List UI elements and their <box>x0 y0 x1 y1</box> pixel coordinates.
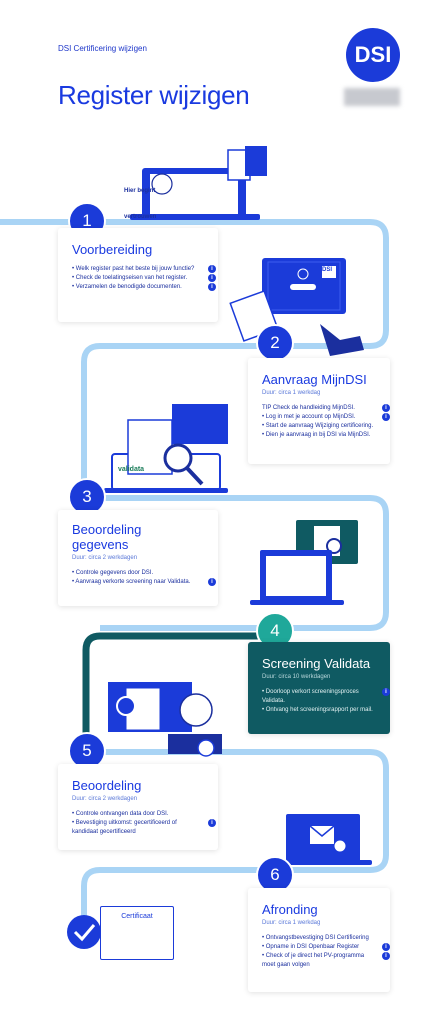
step-card-5: Beoordeling Duur: circa 2 werkdagen • Co… <box>58 764 218 850</box>
step-title: Voorbereiding <box>72 242 153 257</box>
assessment-person-illustration <box>108 682 222 757</box>
info-icon[interactable]: i <box>208 274 216 282</box>
step-items: TIP Check de handleiding MijnDSI.i • Log… <box>262 404 390 440</box>
logo-subtitle-blurred <box>344 88 400 106</box>
check-circle-illustration <box>67 915 101 949</box>
step-duration: Duur: circa 10 werkdagen <box>262 674 331 680</box>
step-number-3: 3 <box>68 478 106 516</box>
step-title: Beoordeling <box>72 778 142 793</box>
step-items: • Controle gegevens door DSI. • Aanvraag… <box>72 569 216 587</box>
mail-laptop-illustration <box>276 814 372 865</box>
screening-laptops-illustration <box>250 520 358 605</box>
info-icon[interactable]: i <box>208 819 216 827</box>
certificate-label: Certificaat <box>121 913 153 920</box>
page-kicker: DSI Certificering wijzigen <box>58 44 147 53</box>
step-title: Afronding <box>262 902 318 917</box>
step-duration: Duur: circa 2 werkdagen <box>72 555 138 561</box>
step-items: • Ontvangstbevestiging DSI Certificering… <box>262 934 390 970</box>
step-card-6: Afronding Duur: circa 1 werkdag • Ontvan… <box>248 888 390 992</box>
info-icon[interactable]: i <box>382 943 390 951</box>
step-card-3: Beoordeling gegevens Duur: circa 2 werkd… <box>58 510 218 606</box>
info-icon[interactable]: i <box>208 265 216 273</box>
step-title: Beoordeling gegevens <box>72 522 142 552</box>
step-duration: Duur: circa 2 werkdagen <box>72 796 138 802</box>
info-icon[interactable]: i <box>208 578 216 586</box>
list-item: • Log in met je account op MijnDSI.i <box>262 413 390 422</box>
validata-laptop-illustration <box>104 404 228 493</box>
step-card-1: Voorbereiding • Welk register past het b… <box>58 228 218 322</box>
list-item: • Dien je aanvraag in bij DSI via MijnDS… <box>262 432 371 438</box>
screen-caption-2: vertrouwen <box>124 214 157 220</box>
validata-label: validata <box>118 466 145 473</box>
list-item: • Verzamelen de benodigde documenten.i <box>72 283 216 292</box>
list-item: • Controle gegevens door DSI. <box>72 570 154 576</box>
mijndsi-laptop-illustration <box>229 258 364 356</box>
list-item: • Welk register past het beste bij jouw … <box>72 265 216 274</box>
info-icon[interactable]: i <box>382 952 390 960</box>
info-icon[interactable]: i <box>382 688 390 696</box>
info-icon[interactable]: i <box>382 413 390 421</box>
list-item: • Ontvang het screeningsrapport per mail… <box>262 707 373 713</box>
info-icon[interactable]: i <box>208 283 216 291</box>
list-item: • Ontvangstbevestiging DSI Certificering <box>262 935 369 941</box>
list-item: moet gaan volgen <box>262 962 310 968</box>
step-number-2: 2 <box>256 324 294 362</box>
list-item: • Aanvraag verkorte screening naar Valid… <box>72 578 216 587</box>
step-card-4: Screening Validata Duur: circa 10 werkda… <box>248 642 390 734</box>
step-items: • Welk register past het beste bij jouw … <box>72 265 216 292</box>
step-items: • Controle ontvangen data door DSI. • Be… <box>72 810 216 837</box>
certificate-illustration: Certificaat <box>100 906 174 960</box>
list-item: • Bevestiging uitkomst: gecertificeerd o… <box>72 819 216 828</box>
list-item: Validata. <box>262 698 285 704</box>
step-title: Screening Validata <box>262 656 371 671</box>
page-title: Register wijzigen <box>58 80 250 110</box>
step-card-2: Aanvraag MijnDSI Duur: circa 1 werkdag T… <box>248 358 390 464</box>
screen-caption-1: Hier begint <box>124 188 156 194</box>
list-item: kandidaat gecertificeerd <box>72 829 136 835</box>
step-title: Aanvraag MijnDSI <box>262 372 367 387</box>
laptop-dsi-logo: DSI <box>322 267 333 273</box>
info-icon[interactable]: i <box>382 404 390 412</box>
dsi-logo: DSI <box>346 28 400 82</box>
list-item: • Start de aanvraag Wijziging certificer… <box>262 423 374 429</box>
laptop-documents-illustration <box>130 146 267 220</box>
step-duration: Duur: circa 1 werkdag <box>262 920 321 926</box>
list-item: TIP Check de handleiding MijnDSI.i <box>262 404 390 413</box>
step-duration: Duur: circa 1 werkdag <box>262 390 321 396</box>
list-item: • Check de toelatingseisen van het regis… <box>72 274 216 283</box>
list-item: • Controle ontvangen data door DSI. <box>72 811 169 817</box>
